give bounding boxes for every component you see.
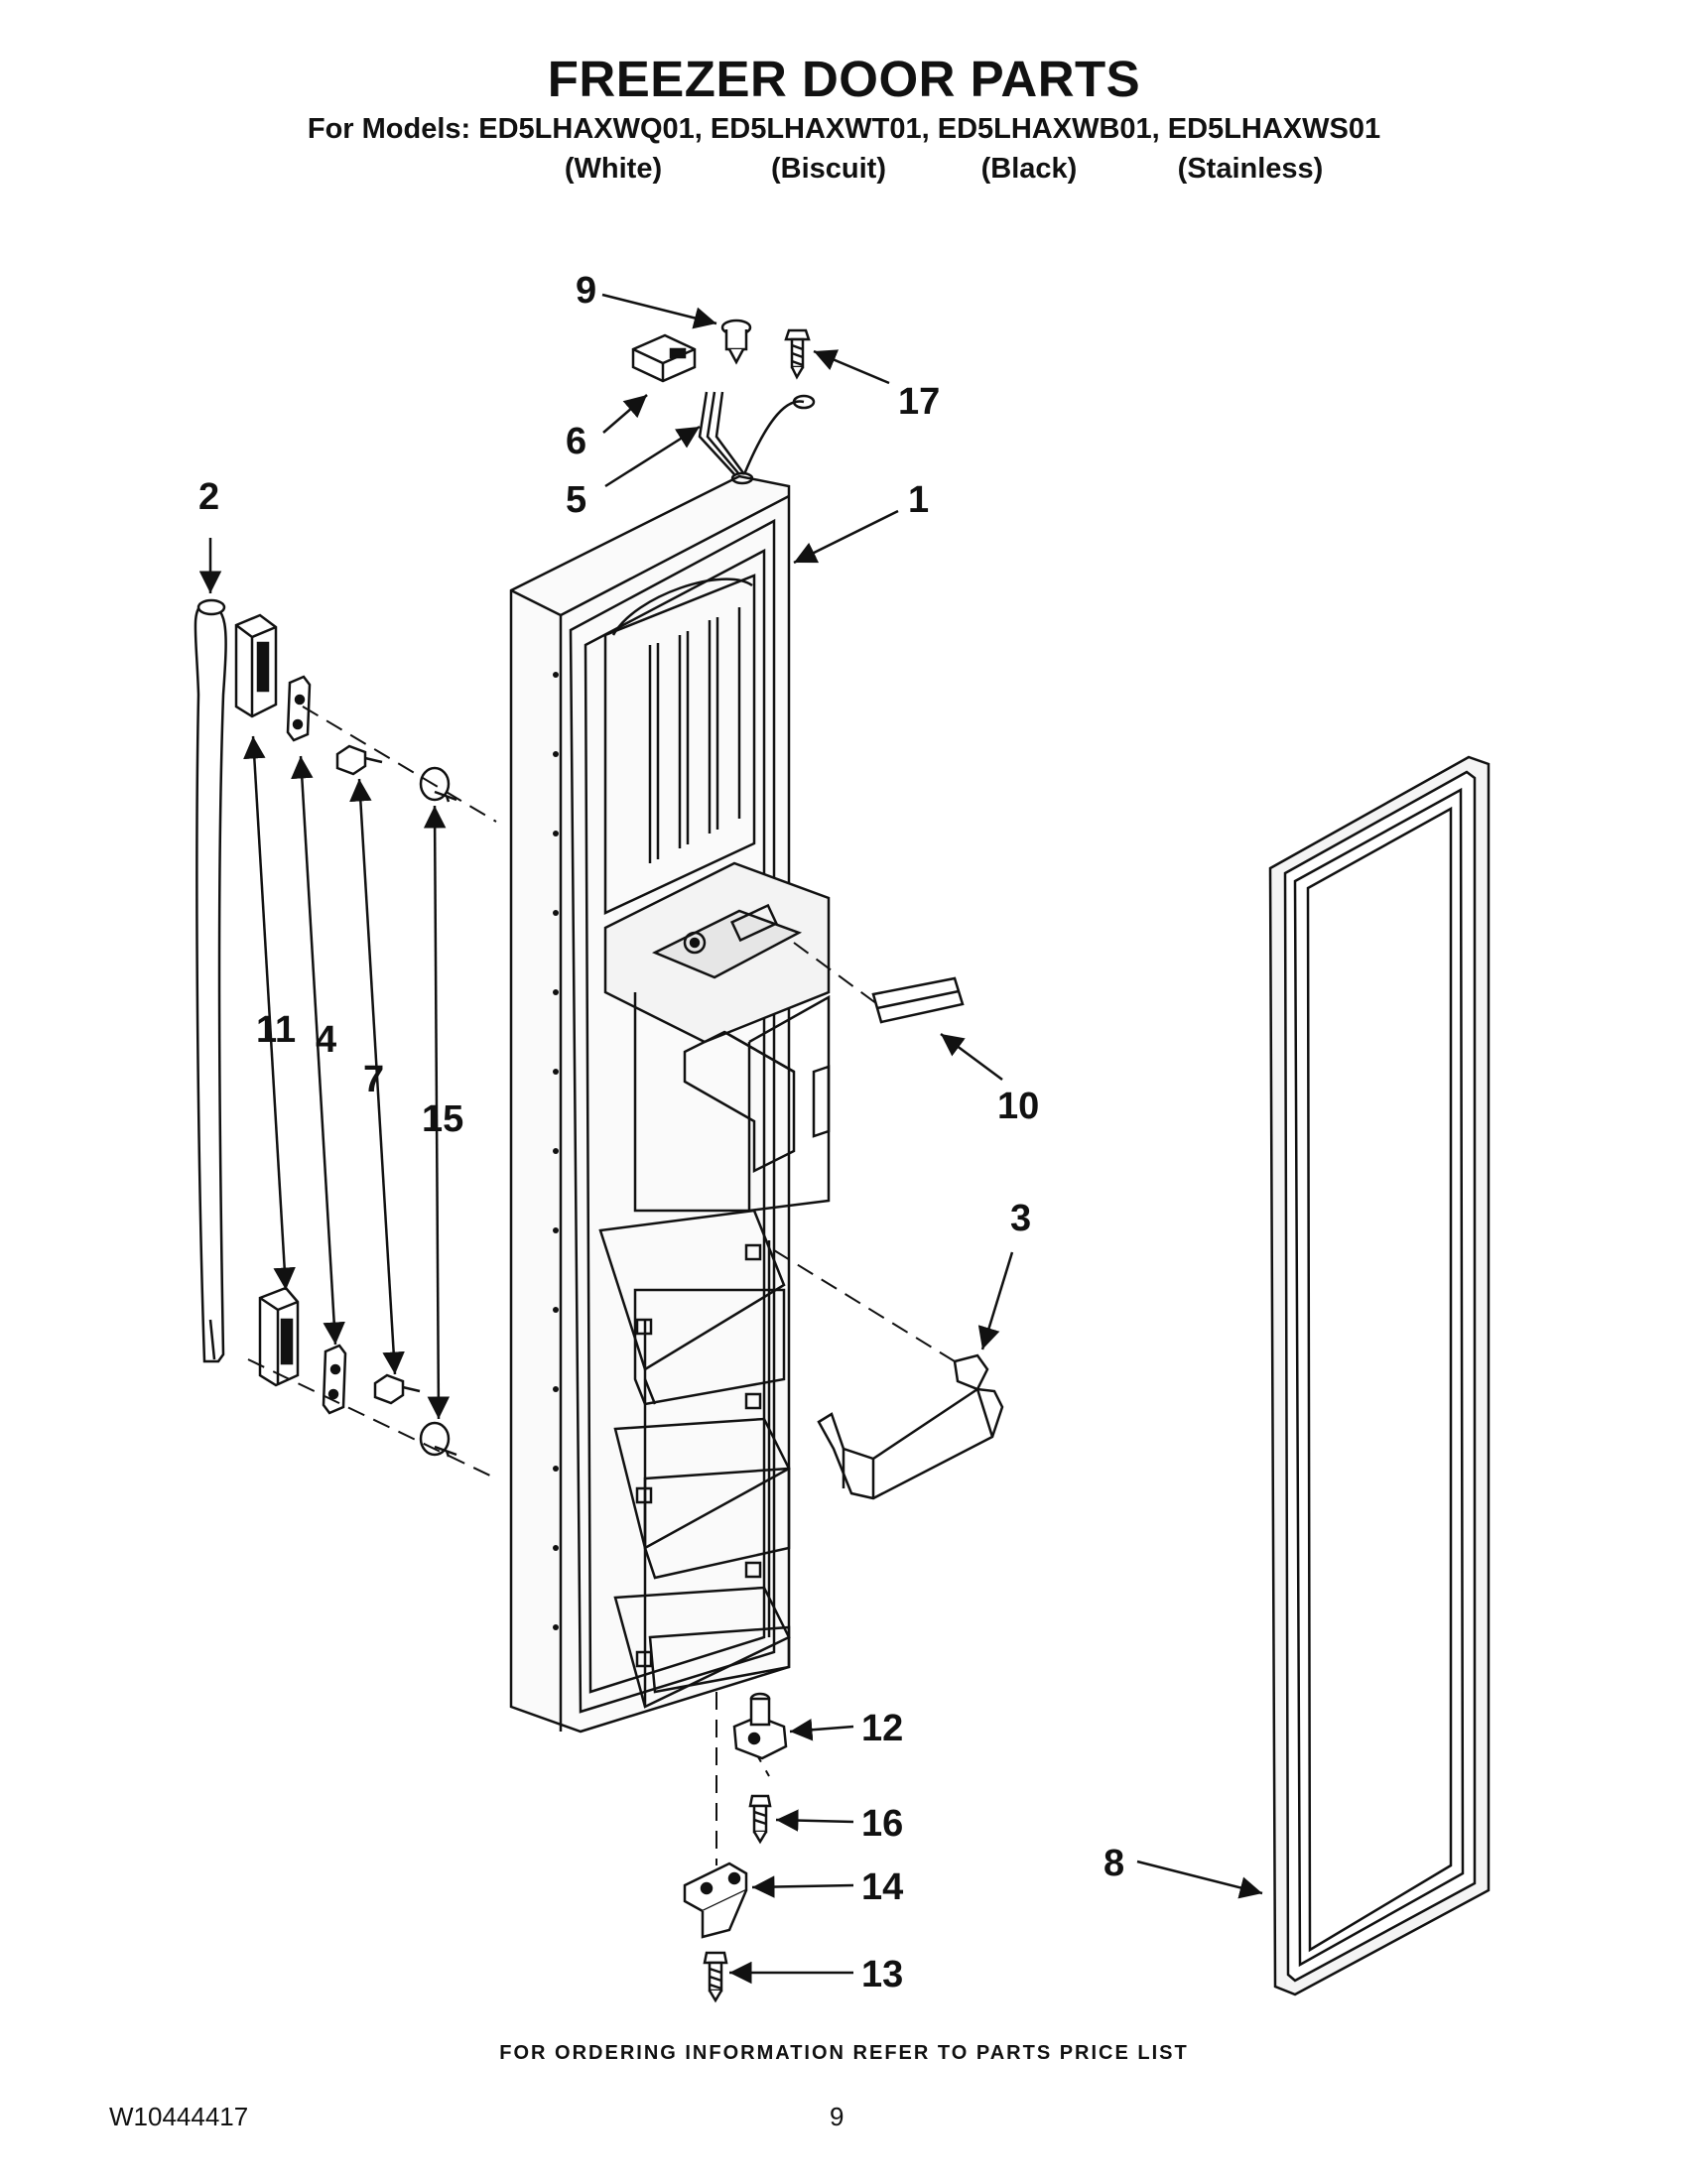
callout-3: 3 (1010, 1198, 1031, 1239)
wire-connector (631, 333, 697, 383)
hinge-screw-top (784, 328, 811, 380)
callout-9: 9 (576, 270, 596, 312)
handle-bracket-lower (322, 1344, 347, 1415)
page-number: 9 (830, 2102, 844, 2131)
callout-15: 15 (422, 1098, 463, 1140)
callout-8: 8 (1104, 1843, 1124, 1884)
variant-black: (Black) (980, 153, 1078, 185)
callout-4: 4 (316, 1019, 336, 1061)
callout-14: 14 (861, 1866, 903, 1908)
callout-10: 10 (997, 1086, 1039, 1127)
hinge-screw-middle (748, 1794, 772, 1845)
callout-6: 6 (566, 421, 586, 462)
variant-biscuit: (Biscuit) (771, 153, 886, 185)
callout-7: 7 (363, 1059, 384, 1100)
callout-11: 11 (256, 1009, 296, 1051)
wire-harness (698, 391, 816, 485)
page-title: FREEZER DOOR PARTS (547, 51, 1141, 107)
door-gasket (1268, 755, 1491, 1996)
document-number: W10444417 (109, 2102, 249, 2131)
callout-16: 16 (861, 1803, 903, 1845)
lower-hinge-plate (683, 1862, 748, 1939)
hinge-screw-bottom (703, 1951, 728, 2003)
door-handle (194, 598, 227, 1363)
door-shelf-bin (817, 1353, 1004, 1500)
callout-1: 1 (908, 479, 929, 521)
hinge-pin-bracket (732, 1692, 788, 1760)
handle-stud-lower (419, 1421, 457, 1458)
callout-13: 13 (861, 1954, 903, 1995)
dispenser-trim (871, 976, 965, 1024)
handle-stud-upper (419, 766, 457, 803)
variant-stainless: (Stainless) (1177, 153, 1324, 185)
handle-bracket-upper (286, 675, 312, 742)
callout-17: 17 (898, 381, 940, 423)
handle-end-cap-lower (258, 1286, 300, 1387)
callout-2: 2 (198, 476, 219, 518)
variant-white: (White) (564, 153, 663, 185)
handle-end-cap-upper (234, 613, 278, 718)
leader-arrows (198, 293, 1263, 1985)
freezer-door-panel (509, 474, 831, 1734)
callout-5: 5 (566, 479, 586, 521)
ordering-note: FOR ORDERING INFORMATION REFER TO PARTS … (499, 2042, 1189, 2064)
callout-12: 12 (861, 1708, 903, 1749)
models-line: For Models: ED5LHAXWQ01, ED5LHAXWT01, ED… (307, 113, 1381, 145)
alignment-lines (247, 706, 969, 1865)
door-plug (720, 319, 752, 365)
handle-screw-lower (373, 1373, 421, 1405)
